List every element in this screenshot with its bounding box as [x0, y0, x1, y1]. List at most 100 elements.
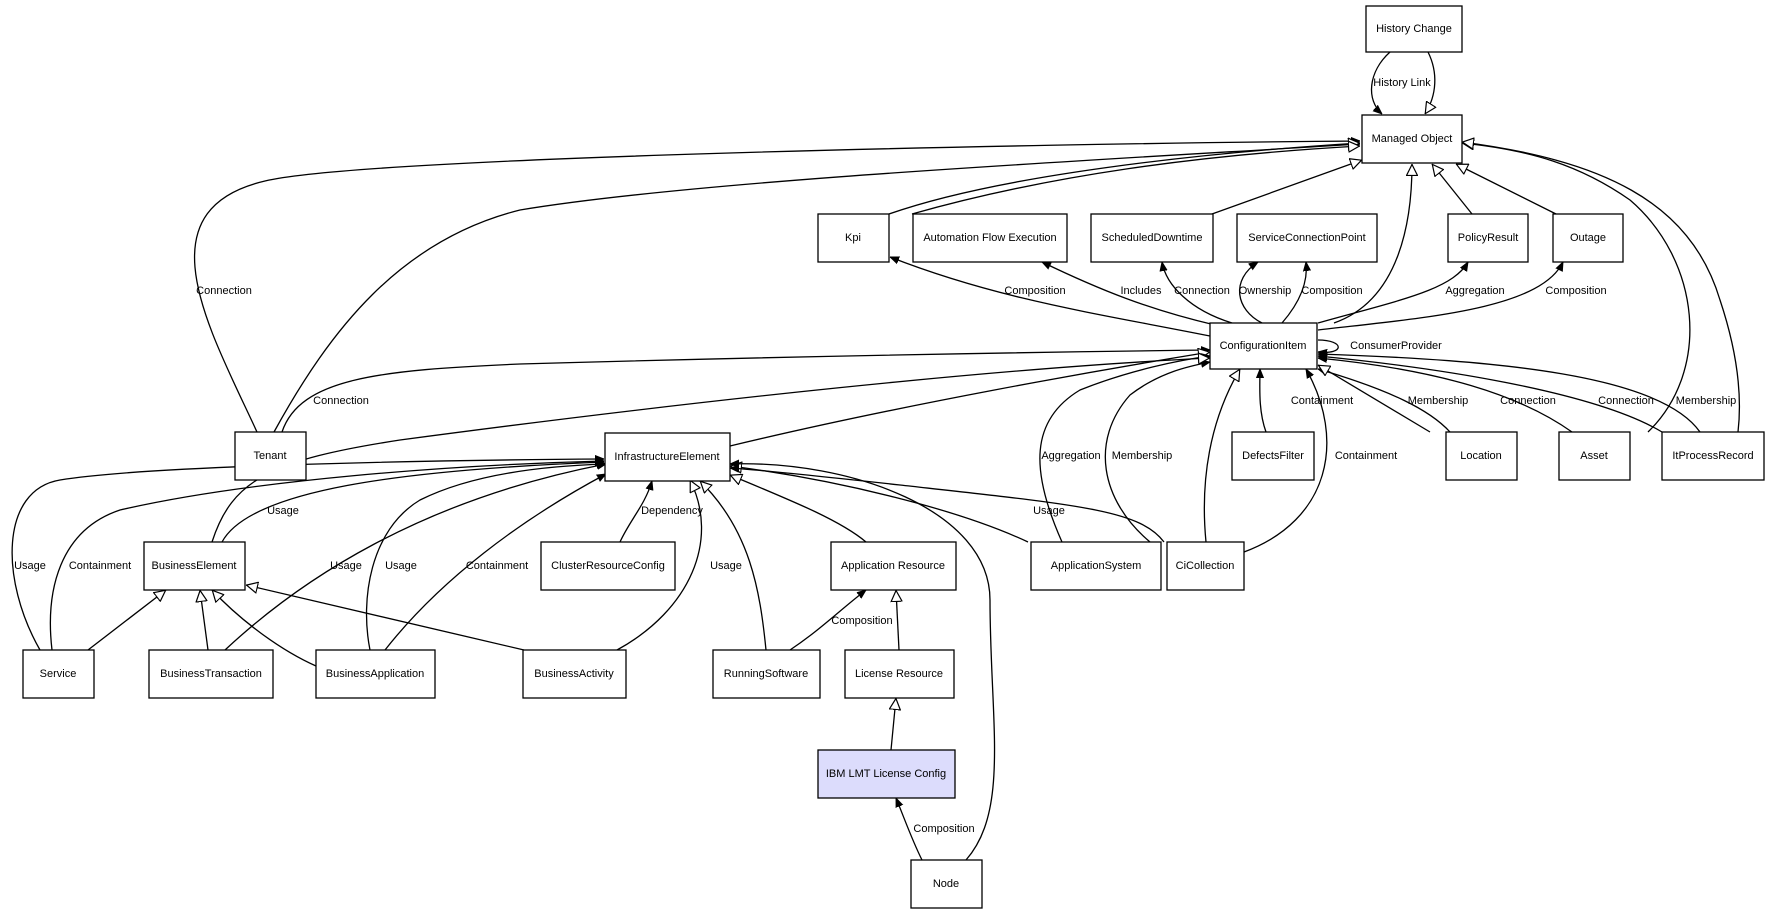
node-business-application[interactable]: BusinessApplication	[315, 649, 436, 699]
svg-text:ClusterResourceConfig: ClusterResourceConfig	[551, 560, 665, 572]
label-service-usage: Usage	[14, 560, 46, 572]
edge-ba-ie-usage	[365, 464, 606, 651]
edge-history-inherit	[1424, 51, 1435, 114]
svg-text:CiCollection: CiCollection	[1176, 560, 1235, 572]
label-crc-dependency: Dependency	[641, 505, 703, 517]
edge-ie-ci	[729, 352, 1210, 447]
label-ba-usage: Usage	[385, 560, 417, 572]
svg-text:BusinessApplication: BusinessApplication	[326, 668, 424, 680]
svg-text:Application Resource: Application Resource	[841, 560, 945, 572]
label-ci-scp-ownership: Ownership	[1239, 285, 1292, 297]
edge-tenant-configuration-item	[281, 350, 1210, 433]
node-service-connection-point[interactable]: ServiceConnectionPoint	[1236, 213, 1378, 263]
edge-ipr-managed-object	[1462, 142, 1741, 433]
edge-service-ie-containment	[49, 461, 604, 651]
label-bact-usage: Usage	[710, 560, 742, 572]
svg-text:Node: Node	[933, 878, 959, 890]
svg-text:Tenant: Tenant	[253, 450, 286, 462]
label-be-usage: Usage	[267, 505, 299, 517]
node-node[interactable]: Node	[910, 859, 983, 909]
edge-sd-managed-object	[1211, 160, 1362, 215]
edge-rs-ar	[789, 590, 866, 651]
edge-rs-ie	[700, 481, 767, 651]
label-ci-outage-composition: Composition	[1545, 285, 1606, 297]
edge-ci-scp-ownership	[1239, 262, 1263, 324]
svg-text:BusinessTransaction: BusinessTransaction	[160, 668, 262, 680]
label-ba-containment: Containment	[466, 560, 528, 572]
node-configuration-item[interactable]: ConfigurationItem	[1209, 322, 1318, 370]
svg-text:DefectsFilter: DefectsFilter	[1242, 450, 1304, 462]
node-business-transaction[interactable]: BusinessTransaction	[148, 649, 274, 699]
label-ci-pr-aggregation: Aggregation	[1445, 285, 1504, 297]
node-application-system[interactable]: ApplicationSystem	[1030, 541, 1162, 591]
svg-text:BusinessActivity: BusinessActivity	[534, 668, 614, 680]
node-tenant[interactable]: Tenant	[234, 431, 307, 481]
node-automation-flow-execution[interactable]: Automation Flow Execution	[912, 213, 1068, 263]
edge-ci-outage	[1317, 262, 1564, 331]
label-tenant-ci-connection: Connection	[313, 395, 369, 407]
node-it-process-record[interactable]: ItProcessRecord	[1661, 431, 1765, 481]
svg-text:Location: Location	[1460, 450, 1502, 462]
edge-service-be	[87, 589, 166, 651]
edge-ipr-ci-membership	[1318, 354, 1701, 433]
edge-bt-be	[200, 590, 209, 651]
label-history-link: History Link	[1373, 77, 1431, 89]
node-outage[interactable]: Outage	[1552, 213, 1624, 263]
node-defects-filter[interactable]: DefectsFilter	[1231, 431, 1315, 481]
edge-asset-ci	[1318, 358, 1573, 433]
label-cic-membership: Membership	[1112, 450, 1173, 462]
svg-text:Service: Service	[40, 668, 77, 680]
edge-pr-managed-object	[1432, 164, 1473, 215]
label-service-containment: Containment	[69, 560, 131, 572]
svg-text:ServiceConnectionPoint: ServiceConnectionPoint	[1248, 232, 1365, 244]
node-cluster-resource-config[interactable]: ClusterResourceConfig	[540, 541, 676, 591]
node-location[interactable]: Location	[1445, 431, 1518, 481]
svg-text:Kpi: Kpi	[845, 232, 861, 244]
node-policy-result[interactable]: PolicyResult	[1447, 213, 1529, 263]
node-license-resource[interactable]: License Resource	[844, 649, 955, 699]
label-node-ibm-composition: Composition	[913, 823, 974, 835]
node-kpi[interactable]: Kpi	[817, 213, 890, 263]
node-history-change[interactable]: History Change	[1365, 5, 1463, 53]
edge-as-ie	[730, 466, 1029, 543]
label-ipr-connection: Connection	[1598, 395, 1654, 407]
label-location-membership: Membership	[1408, 395, 1469, 407]
node-business-element[interactable]: BusinessElement	[143, 541, 246, 591]
label-ci-kpi-composition: Composition	[1004, 285, 1065, 297]
node-managed-object[interactable]: Managed Object	[1361, 114, 1463, 164]
node-application-resource[interactable]: Application Resource	[830, 541, 957, 591]
svg-text:RunningSoftware: RunningSoftware	[724, 668, 808, 680]
edge-as-ci	[1039, 356, 1210, 543]
node-service[interactable]: Service	[22, 649, 95, 699]
node-ci-collection[interactable]: CiCollection	[1166, 541, 1245, 591]
label-ci-sd-connection: Connection	[1174, 285, 1230, 297]
svg-text:Managed Object: Managed Object	[1372, 133, 1453, 145]
label-ci-scp-composition: Composition	[1301, 285, 1362, 297]
edge-ba-be	[212, 590, 317, 667]
svg-text:Automation Flow Execution: Automation Flow Execution	[923, 232, 1056, 244]
svg-text:InfrastructureElement: InfrastructureElement	[614, 451, 719, 463]
edge-node-ie	[730, 464, 996, 861]
label-cic-usage: Usage	[1033, 505, 1065, 517]
edge-location-ci-inherit	[1318, 364, 1431, 433]
node-business-activity[interactable]: BusinessActivity	[522, 649, 627, 699]
node-infrastructure-element[interactable]: InfrastructureElement	[604, 432, 731, 482]
node-scheduled-downtime[interactable]: ScheduledDowntime	[1090, 213, 1214, 263]
svg-text:ApplicationSystem: ApplicationSystem	[1051, 560, 1142, 572]
edge-ci-scp-composition	[1281, 262, 1306, 324]
node-running-software[interactable]: RunningSoftware	[712, 649, 821, 699]
edge-ba-ie-containment	[384, 473, 606, 651]
edge-cic-ci-containment	[1243, 369, 1328, 553]
label-bt-usage: Usage	[330, 560, 362, 572]
label-ci-consumer-provider: ConsumerProvider	[1350, 340, 1442, 352]
node-ibm-lmt-license-config[interactable]: IBM LMT License Config	[817, 749, 956, 799]
edge-ci-kpi	[890, 256, 1211, 337]
node-asset[interactable]: Asset	[1558, 431, 1631, 481]
edge-ibm-lr	[891, 698, 896, 751]
svg-text:BusinessElement: BusinessElement	[152, 560, 237, 572]
edge-cic-ie	[730, 468, 1165, 543]
edge-kpi-managed-object	[888, 143, 1360, 215]
label-tenant-connection: Connection	[196, 285, 252, 297]
edge-bact-be	[246, 585, 525, 651]
svg-text:PolicyResult: PolicyResult	[1458, 232, 1519, 244]
